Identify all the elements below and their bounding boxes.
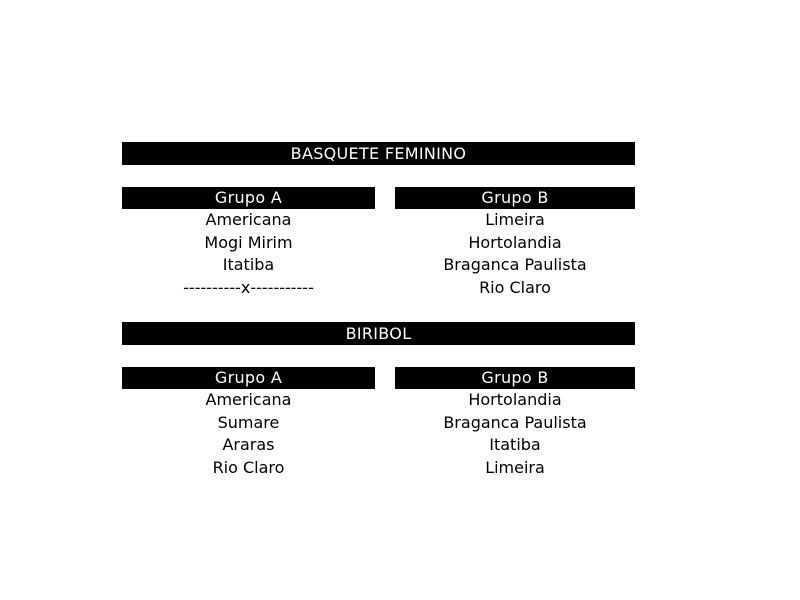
team-row: Araras	[222, 435, 275, 454]
team-row: Itatiba	[222, 255, 275, 274]
basquete-grupo-b-column: Grupo B Limeira Hortolandia Braganca Pau…	[395, 187, 635, 299]
team-row: Braganca Paulista	[443, 412, 587, 432]
basquete-grupo-a-column: Grupo A Americana Mogi Mirim Itatiba ---…	[122, 187, 375, 299]
group-header: Grupo A	[122, 187, 375, 209]
team-row: Sumare	[217, 412, 280, 432]
group-header: Grupo A	[122, 367, 375, 389]
team-row: Rio Claro	[212, 457, 285, 477]
biribol-grupo-b-column: Grupo B Hortolandia Braganca Paulista It…	[395, 367, 635, 479]
biribol-grupo-a-column: Grupo A Americana Sumare Araras Rio Clar…	[122, 367, 375, 479]
team-row: Limeira	[485, 210, 545, 229]
group-header: Grupo B	[395, 367, 635, 389]
team-row: Itatiba	[489, 435, 541, 454]
section-title-basquete-feminino: BASQUETE FEMININO	[122, 142, 635, 165]
team-row-placeholder: ----------x-----------	[183, 277, 314, 297]
section-title-biribol: BIRIBOL	[122, 322, 635, 345]
group-header: Grupo B	[395, 187, 635, 209]
team-row: Hortolandia	[468, 390, 562, 409]
team-row: Mogi Mirim	[204, 232, 293, 252]
team-row: Braganca Paulista	[443, 255, 587, 274]
team-row: Hortolandia	[468, 232, 562, 252]
team-row: Americana	[205, 390, 292, 409]
team-row: Americana	[205, 210, 292, 229]
team-row: Rio Claro	[479, 277, 551, 297]
team-row: Limeira	[485, 457, 545, 477]
